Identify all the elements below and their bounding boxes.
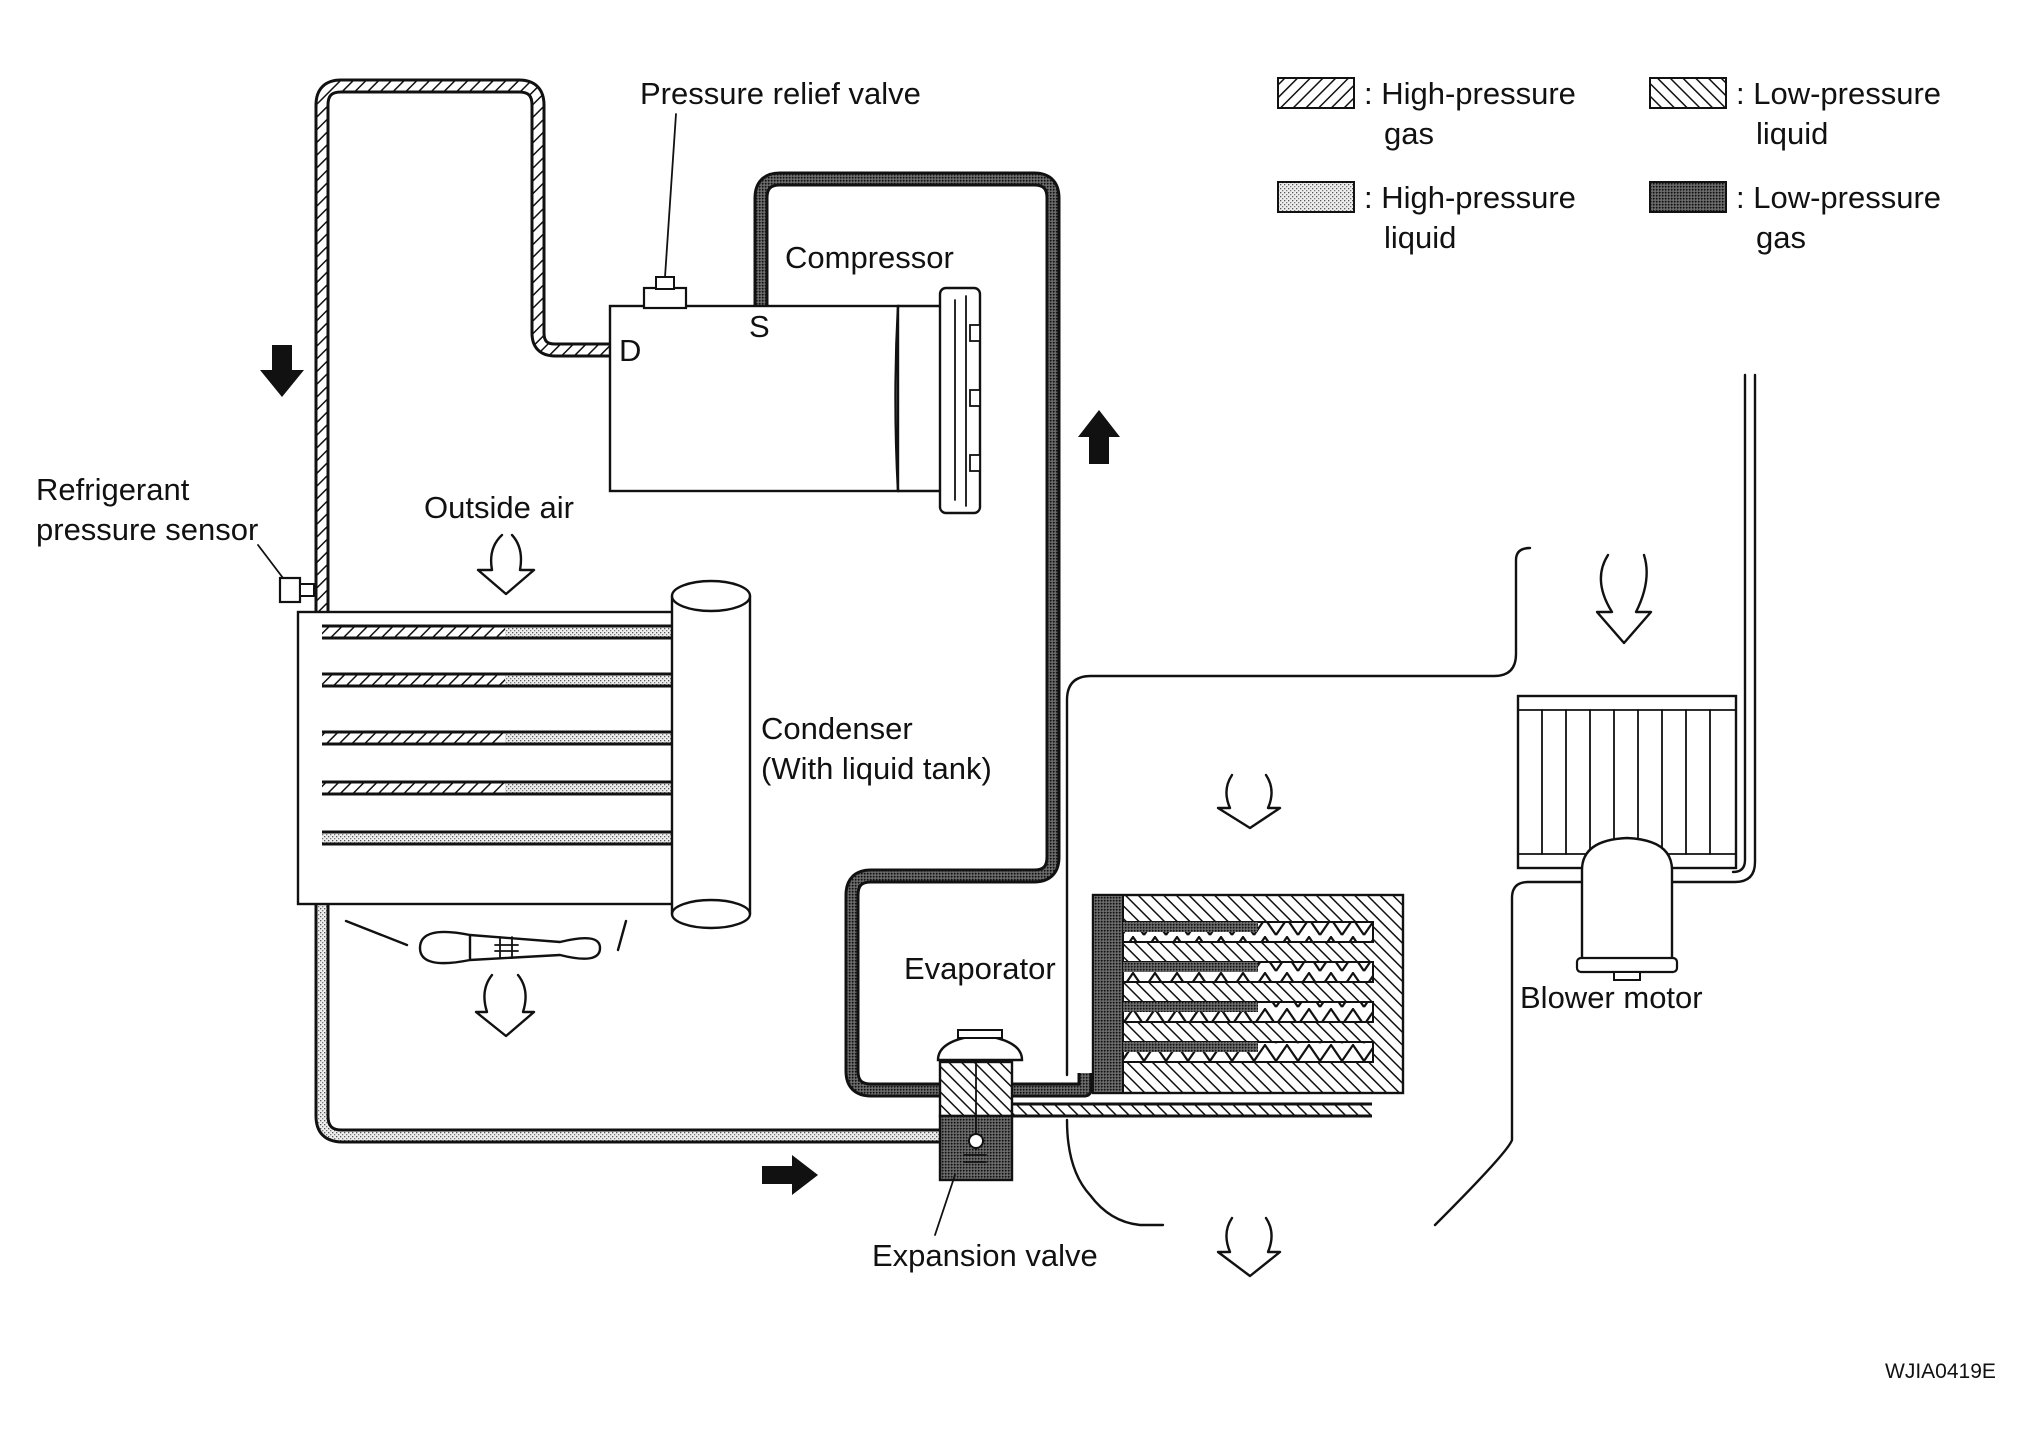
- refrigerant-pressure-sensor-label: pressure sensor: [36, 512, 258, 547]
- legend-label: : High-pressure: [1364, 76, 1576, 111]
- airflow-arrow-icon: [1216, 1216, 1282, 1278]
- liquid-tank: [670, 579, 752, 930]
- legend-item-high-pressure-liquid: : High-pressure liquid: [1277, 180, 1576, 255]
- legend-label: : Low-pressure: [1736, 76, 1941, 111]
- legend: : High-pressure gas : Low-pressure liqui…: [1277, 76, 1941, 255]
- outside-air-label: Outside air: [424, 490, 574, 525]
- condenser-label: Condenser: [761, 711, 913, 746]
- legend-label: liquid: [1756, 116, 1828, 151]
- condenser-frame: [296, 610, 702, 906]
- blower-motor-label: Blower motor: [1520, 980, 1703, 1015]
- discharge-port-label: D: [619, 333, 641, 368]
- airflow-arrows: [474, 533, 1653, 1278]
- legend-swatch-low-pressure-liquid: [1649, 77, 1727, 109]
- legend-label: : Low-pressure: [1736, 180, 1941, 215]
- legend-swatch-high-pressure-gas: [1277, 77, 1355, 109]
- pressure-relief-valve-label: Pressure relief valve: [640, 76, 921, 111]
- compressor: D S: [608, 113, 982, 515]
- compressor-body: [608, 304, 900, 493]
- expansion-valve-label: Expansion valve: [872, 1238, 1098, 1273]
- refrigerant-pressure-sensor: [257, 544, 315, 604]
- flow-arrow-up-icon: [1078, 410, 1120, 464]
- legend-item-low-pressure-liquid: : Low-pressure liquid: [1649, 76, 1941, 151]
- figure-code: WJIA0419E: [1885, 1360, 1996, 1383]
- pipe-high-pressure-liquid: [314, 873, 968, 1144]
- evaporator-label: Evaporator: [904, 951, 1056, 986]
- evaporator: [1091, 893, 1405, 1095]
- legend-label: gas: [1384, 116, 1434, 151]
- airflow-arrow-icon: [1595, 553, 1653, 645]
- condenser-fan: [344, 919, 628, 965]
- airflow-arrow-icon: [474, 973, 536, 1038]
- expansion-valve: [934, 1029, 1024, 1236]
- suction-port-label: S: [749, 309, 770, 344]
- refrigerant-pressure-sensor-label: Refrigerant: [36, 472, 190, 507]
- blower-motor: [1575, 836, 1679, 981]
- legend-item-low-pressure-gas: : Low-pressure gas: [1649, 180, 1941, 255]
- evaporator-inlet-tank: [1092, 894, 1124, 1094]
- pulley-bolt: [969, 389, 981, 407]
- pulley-bolt: [969, 324, 981, 342]
- pipe-high-pressure-gas: [314, 78, 612, 612]
- airflow-arrow-icon: [476, 533, 536, 596]
- hvac-duct: [1065, 373, 1757, 1227]
- sensor-body: [278, 576, 302, 604]
- evaporator-tubes: [1122, 921, 1374, 1063]
- pressure-relief-valve: [642, 113, 688, 310]
- legend-label: liquid: [1384, 220, 1456, 255]
- legend-swatch-low-pressure-gas: [1649, 181, 1727, 213]
- airflow-arrow-icon: [1216, 773, 1282, 830]
- legend-item-high-pressure-gas: : High-pressure gas: [1277, 76, 1576, 151]
- legend-label: : High-pressure: [1364, 180, 1576, 215]
- legend-label: gas: [1756, 220, 1806, 255]
- blower: [1516, 694, 1738, 981]
- flow-arrow-down-icon: [260, 345, 304, 397]
- flow-arrows: [260, 345, 1120, 1195]
- pipe-low-pressure-gas: [753, 171, 1093, 1098]
- valve-diaphragm-cap: [957, 1029, 1003, 1039]
- condenser: [296, 579, 752, 930]
- pulley-bolt: [969, 454, 981, 472]
- legend-swatch-high-pressure-liquid: [1277, 181, 1355, 213]
- condenser-label: (With liquid tank): [761, 751, 992, 786]
- sensor-fitting: [299, 583, 315, 597]
- valve-ball: [968, 1133, 984, 1149]
- flow-arrow-right-icon: [762, 1155, 818, 1195]
- compressor-label: Compressor: [785, 240, 954, 275]
